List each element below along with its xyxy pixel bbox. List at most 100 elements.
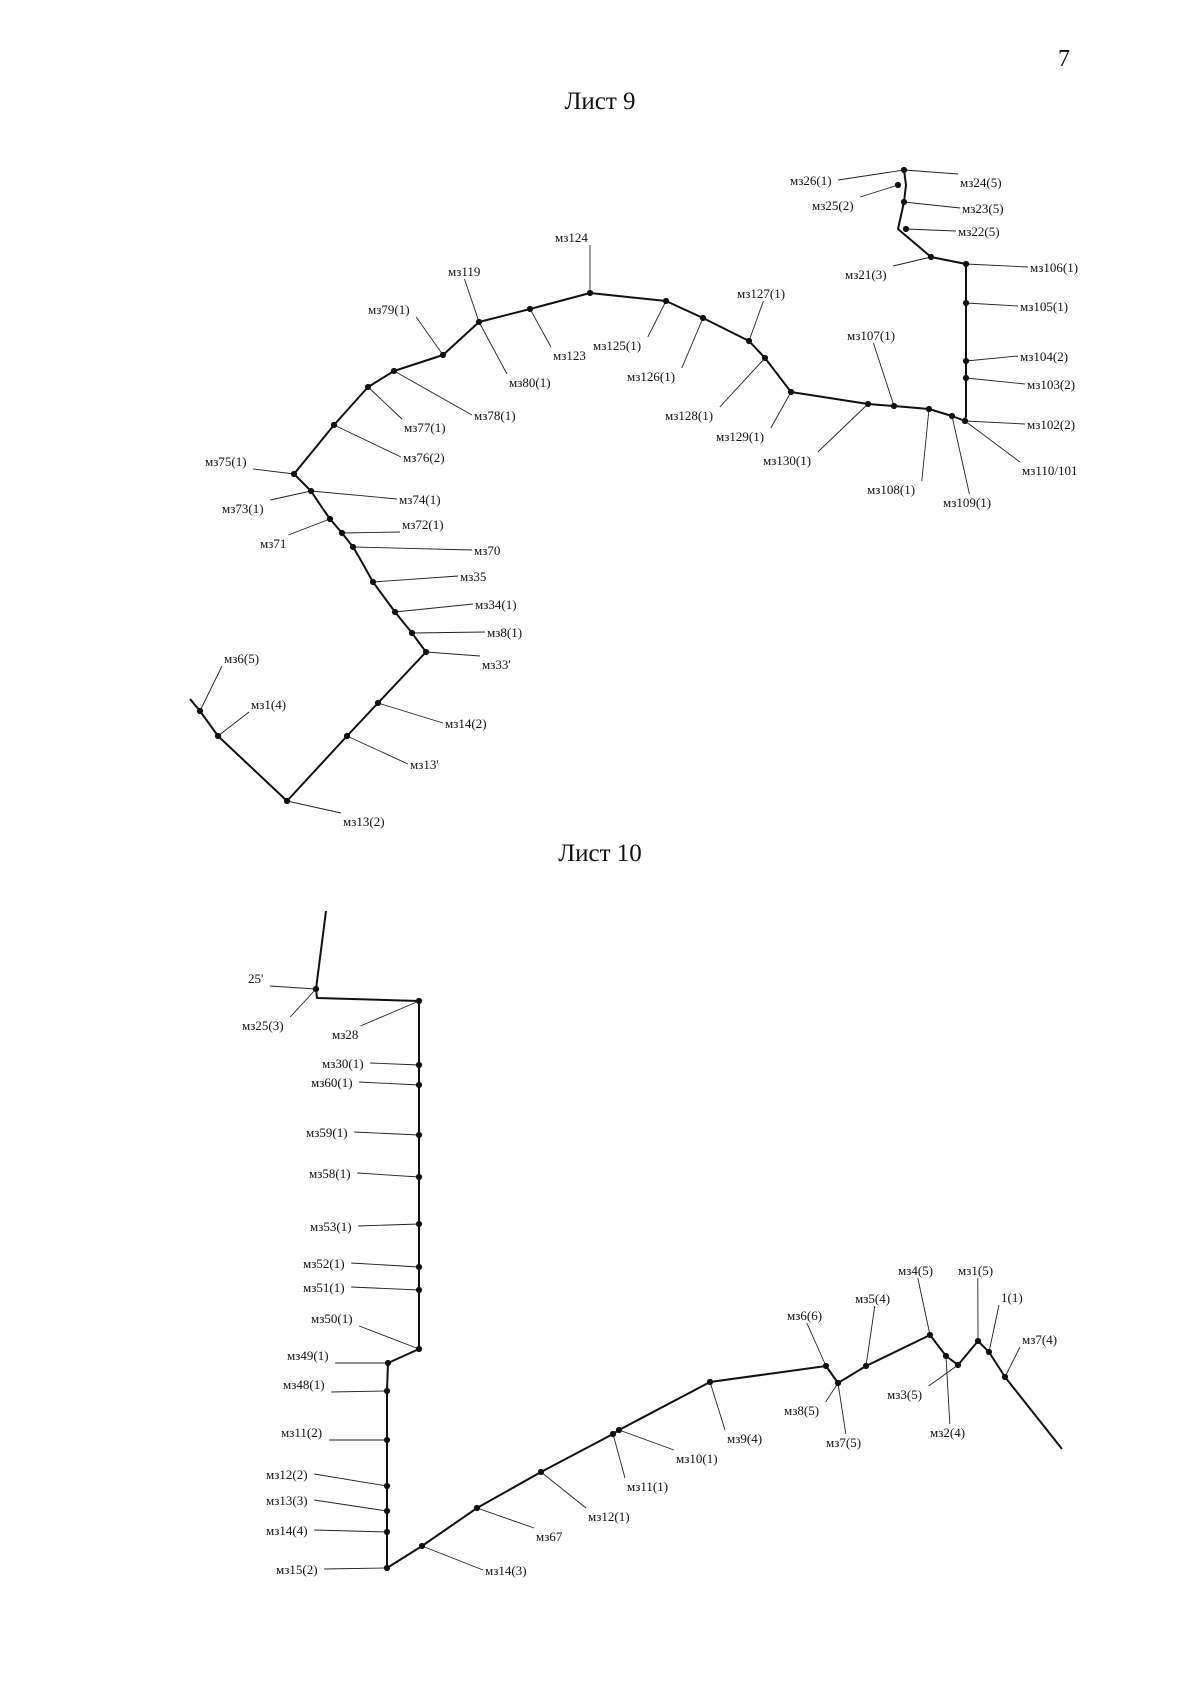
leader-line (357, 1172, 420, 1178)
point-label: 25' (248, 971, 263, 986)
route-node (475, 318, 483, 326)
leader-line (359, 1325, 420, 1350)
point-label: мз74(1) (399, 492, 441, 507)
sheet-9-route (189, 169, 967, 802)
point-label: мз9(4) (727, 1431, 762, 1446)
route-node (925, 405, 933, 413)
leader-line (346, 735, 409, 765)
leader-line (965, 263, 1029, 268)
route-node (900, 166, 908, 174)
point-label: мз25(3) (242, 1018, 284, 1033)
leader-line (965, 355, 1019, 362)
leader-line (269, 985, 317, 990)
point-label: мз10(1) (676, 1451, 718, 1466)
point-label: мз125(1) (593, 338, 641, 353)
route-node (745, 337, 753, 345)
point-label: мз110/101 (1022, 463, 1078, 478)
point-label: мз130(1) (763, 453, 811, 468)
route-node (864, 400, 872, 408)
point-label: 1(1) (1001, 1290, 1023, 1305)
route-node (290, 470, 298, 478)
leader-line (352, 546, 473, 551)
point-label: мз8(1) (487, 625, 522, 640)
route-node (473, 1504, 481, 1512)
point-label: мз79(1) (368, 302, 410, 317)
route-node (862, 1362, 870, 1370)
route-node (283, 797, 291, 805)
leader-line (612, 1433, 626, 1479)
route-node (1001, 1373, 1009, 1381)
leader-line (928, 1364, 959, 1387)
route-node (418, 1542, 426, 1550)
route-10-top (315, 910, 420, 1002)
leader-line (865, 1305, 876, 1367)
leader-line (1004, 1346, 1021, 1378)
route-node (586, 289, 594, 297)
route-node (985, 1348, 993, 1356)
point-label: мз7(5) (826, 1435, 861, 1450)
leader-line (358, 1223, 420, 1227)
leader-line (540, 1471, 587, 1509)
leader-line (394, 603, 474, 613)
leader-line (217, 711, 250, 737)
point-label: мз35 (460, 569, 486, 584)
leader-line (965, 377, 1026, 385)
point-label: мз107(1) (847, 328, 895, 343)
leader-line (770, 391, 792, 429)
point-label: мз7(4) (1022, 1332, 1057, 1347)
leader-line (331, 1390, 388, 1393)
point-label: мз13(2) (343, 814, 385, 829)
leader-line (372, 575, 459, 583)
route-node (415, 1061, 423, 1069)
route-node (415, 1081, 423, 1089)
route-node (349, 543, 357, 551)
route-node (890, 402, 898, 410)
point-label: мз59(1) (306, 1125, 348, 1140)
leader-line (370, 1062, 420, 1066)
leader-line (647, 300, 667, 338)
route-node (962, 374, 970, 382)
leader-line (951, 415, 970, 495)
route-10-lower (386, 1334, 1063, 1569)
route-node (214, 732, 222, 740)
route-node (761, 354, 769, 362)
leader-line (333, 424, 402, 458)
leader-line (341, 531, 401, 534)
point-label: мз26(1) (790, 173, 832, 188)
route-node (364, 383, 372, 391)
route-node (415, 1173, 423, 1181)
leader-line (199, 665, 223, 712)
point-label: мз13(3) (266, 1493, 308, 1508)
point-label: мз67 (536, 1529, 563, 1544)
route-node (390, 367, 398, 375)
leader-line (988, 1304, 1000, 1353)
point-label: мз33' (482, 657, 511, 672)
route-node (834, 1379, 842, 1387)
point-label: мз76(2) (403, 450, 445, 465)
point-label: мз78(1) (474, 408, 516, 423)
route-node (415, 1263, 423, 1271)
route-node (961, 417, 969, 425)
leader-line (464, 278, 480, 323)
route-node (383, 1436, 391, 1444)
point-label: мз124 (555, 230, 588, 245)
leader-line (393, 370, 473, 416)
leader-line (529, 308, 552, 348)
route-node (927, 253, 935, 261)
leader-line (270, 490, 312, 501)
route-node (926, 1331, 934, 1339)
sheet-10-route (315, 910, 1063, 1569)
leader-line (425, 651, 481, 657)
leader-line (286, 800, 342, 814)
point-label: мз105(1) (1020, 299, 1068, 314)
point-label: мз28 (332, 1027, 358, 1042)
route-node (383, 1387, 391, 1395)
route-node (787, 388, 795, 396)
sheet-10-title: Лист 10 (558, 840, 642, 867)
leader-line (872, 342, 895, 407)
point-label: мз75(1) (205, 454, 247, 469)
leader-line (838, 169, 905, 181)
point-label: мз73(1) (222, 501, 264, 516)
point-label: мз106(1) (1030, 260, 1078, 275)
